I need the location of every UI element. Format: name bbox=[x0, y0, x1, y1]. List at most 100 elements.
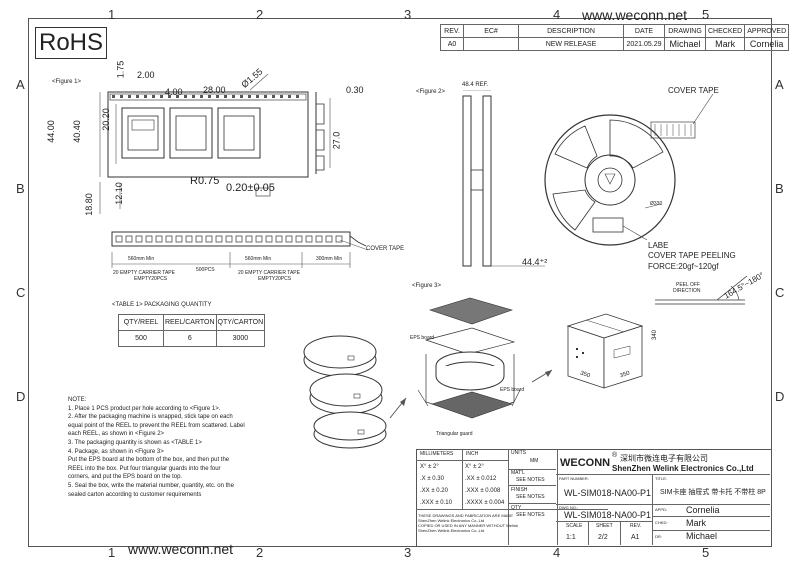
tape-note-500pcs: 500PCS bbox=[196, 267, 215, 273]
dim-40-40: 40.40 bbox=[71, 120, 82, 143]
grid-row-d-left: D bbox=[16, 389, 26, 404]
note-line: equal point of the REEL to prevent the R… bbox=[68, 422, 245, 429]
dim-r0-75: R0.75 bbox=[190, 175, 220, 187]
table1-title: <TABLE 1> PACKAGING QUANTITY bbox=[112, 302, 212, 308]
dim-48-4-ref: 48.4 REF. bbox=[462, 82, 489, 88]
tb-confidential-3: COPIED OR USED IN ANY MANNER WITHOUT Wel… bbox=[418, 523, 519, 528]
rev-value: A0 bbox=[440, 37, 464, 51]
tb-finish: FINISH bbox=[511, 487, 528, 493]
table1-qty-reel: 500 bbox=[118, 330, 164, 347]
notes-block: NOTE: 1. Place 1 PCS product per hole ac… bbox=[68, 396, 245, 499]
dim-2-00: 2.00 bbox=[137, 70, 155, 80]
title-block bbox=[416, 449, 772, 547]
dim-44-4: 44.4⁺² bbox=[522, 257, 548, 267]
tb-part-number: WL-SIM018-NA00-P1 bbox=[564, 488, 652, 498]
company-registered-mark: ® bbox=[612, 452, 618, 459]
tb-tol-in-0: X° ± 2° bbox=[465, 464, 484, 470]
tb-rev-label: REV. bbox=[630, 523, 642, 529]
grid-row-d-right: D bbox=[775, 389, 785, 404]
label-peel-off: PEEL OFF bbox=[676, 282, 700, 288]
box-dim-340: 340 bbox=[652, 329, 659, 341]
tb-dr: Michael bbox=[686, 531, 718, 541]
table1-qty-carton: 3000 bbox=[215, 330, 266, 347]
table1-header-qty-reel: QTY/REEL bbox=[118, 314, 164, 331]
tb-tol-mm-1: .X ± 0.30 bbox=[420, 476, 444, 482]
tb-title-label: TITLE: bbox=[655, 476, 668, 481]
note-line: REEL into the box. Put four triangular g… bbox=[68, 465, 221, 472]
dim-27-0: 27.0 bbox=[331, 131, 342, 150]
website-url-bottom[interactable]: www.weconn.net bbox=[128, 541, 234, 557]
note-line: 5. Seal the box, write the material numb… bbox=[68, 482, 234, 489]
eps-board-bottom: EPS board bbox=[500, 387, 525, 393]
grid-col-1-top: 1 bbox=[108, 7, 116, 22]
grid-row-a-right: A bbox=[775, 77, 784, 92]
grid-col-4-top: 4 bbox=[553, 7, 561, 22]
tb-tol-in-2: .XXX ± 0.008 bbox=[465, 488, 501, 494]
tb-tol-in-3: .XXXX ± 0.004 bbox=[465, 500, 505, 506]
tb-appd: Cornelia bbox=[686, 505, 720, 515]
dim-20-20: 20.20 bbox=[100, 108, 111, 131]
dim-4-00: 4.00 bbox=[165, 87, 183, 97]
revision-row: A0 NEW RELEASE 2021.05.29 Michael Mark C… bbox=[440, 37, 790, 51]
grid-row-c-right: C bbox=[775, 285, 785, 300]
tb-matl: MAT'L bbox=[511, 470, 525, 476]
grid-col-5-top: 5 bbox=[702, 7, 710, 22]
tb-chkd: Mark bbox=[686, 518, 706, 528]
label-force: FORCE:20gf~120gf bbox=[648, 262, 719, 271]
tb-appd-label: APPD: bbox=[655, 507, 668, 512]
tb-dwg-label: DWG NO.: bbox=[559, 505, 579, 510]
revision-header-row: REV. EC# DESCRIPTION DATE DRAWING CHECKE… bbox=[440, 24, 790, 38]
triangular-guard: Triangular guard bbox=[436, 431, 473, 437]
tb-sheet-label: SHEET bbox=[596, 523, 613, 529]
tb-title: SIM卡座 抽屉式 带卡托 不带柱 8P bbox=[660, 489, 766, 496]
dim-0-30: 0.30 bbox=[346, 85, 364, 95]
tape-note-empty20-1: EMPTY20PCS bbox=[134, 276, 168, 282]
rev-description-value: NEW RELEASE bbox=[518, 37, 624, 51]
revision-table: REV. EC# DESCRIPTION DATE DRAWING CHECKE… bbox=[440, 24, 790, 51]
tb-qty: QTY bbox=[511, 505, 522, 511]
tb-finish-value: SEE NOTES bbox=[516, 494, 545, 500]
tb-chkd-label: CHKD: bbox=[655, 520, 668, 525]
table1-header-reel-carton: REEL/CARTON bbox=[163, 314, 217, 331]
label-peeling: COVER TAPE PEELING bbox=[648, 251, 736, 260]
tb-scale-label: SCALE bbox=[566, 523, 583, 529]
rev-approved-value: Cornelia bbox=[744, 37, 790, 51]
grid-row-a-left: A bbox=[16, 77, 25, 92]
tb-tol-in-1: .XX ± 0.012 bbox=[465, 476, 497, 482]
note-line: each REEL, as shown in <Figure 2> bbox=[68, 431, 165, 438]
company-name-en: ShenZhen Welink Electronics Co.,Ltd bbox=[612, 464, 754, 473]
rev-drawing-value: Michael bbox=[664, 37, 706, 51]
packaging-quantity-table: QTY/REEL REEL/CARTON QTY/CARTON 500 6 30… bbox=[118, 314, 266, 347]
tb-units-value: MM bbox=[530, 458, 539, 464]
rev-ec-value bbox=[463, 37, 519, 51]
website-url-top[interactable]: www.weconn.net bbox=[582, 7, 688, 23]
tb-dr-label: DR: bbox=[655, 534, 662, 539]
figure2-drawing bbox=[462, 90, 748, 305]
figure1-label: <Figure 1> bbox=[52, 79, 82, 85]
grid-col-3-top: 3 bbox=[404, 7, 412, 22]
rohs-logo: RoHS bbox=[35, 27, 107, 59]
eps-board-top: EPS board bbox=[410, 335, 435, 341]
table1-header-qty-carton: QTY/CARTON bbox=[215, 314, 266, 331]
tb-sheet: 2/2 bbox=[598, 534, 608, 541]
note-line: NOTE: bbox=[68, 397, 87, 403]
tb-inch: INCH bbox=[466, 451, 479, 457]
grid-row-b-right: B bbox=[775, 181, 784, 196]
grid-row-c-left: C bbox=[16, 285, 26, 300]
note-line: 4. Package, as shown in <Figure 3> bbox=[68, 448, 164, 455]
drawing-frame bbox=[28, 18, 772, 547]
tb-scale: 1:1 bbox=[566, 534, 576, 541]
figure1-cover-tape-label: COVER TAPE bbox=[366, 246, 405, 252]
dim-1-75: 1.75 bbox=[115, 60, 126, 79]
tb-confidential-1: THESE DRAWINGS AND FABRICATION ARE MADE bbox=[418, 513, 513, 518]
grid-row-b-left: B bbox=[16, 181, 25, 196]
tb-rev: A1 bbox=[631, 534, 640, 541]
figure2-cover-tape-label: COVER TAPE bbox=[668, 86, 719, 95]
tb-confidential-2: ShenZhen Welink Electronics Co.,Ltd bbox=[418, 518, 485, 523]
grid-col-1-bottom: 1 bbox=[108, 545, 116, 560]
tb-tol-mm-0: X° ± 2° bbox=[420, 464, 439, 470]
company-name-cn: 深圳市微连电子有限公司 bbox=[620, 454, 708, 463]
note-line: 2. After the packaging machine is wrappe… bbox=[68, 414, 233, 421]
tb-qty-value: SEE NOTES bbox=[516, 512, 545, 518]
table1-row: 500 6 3000 bbox=[118, 330, 266, 347]
